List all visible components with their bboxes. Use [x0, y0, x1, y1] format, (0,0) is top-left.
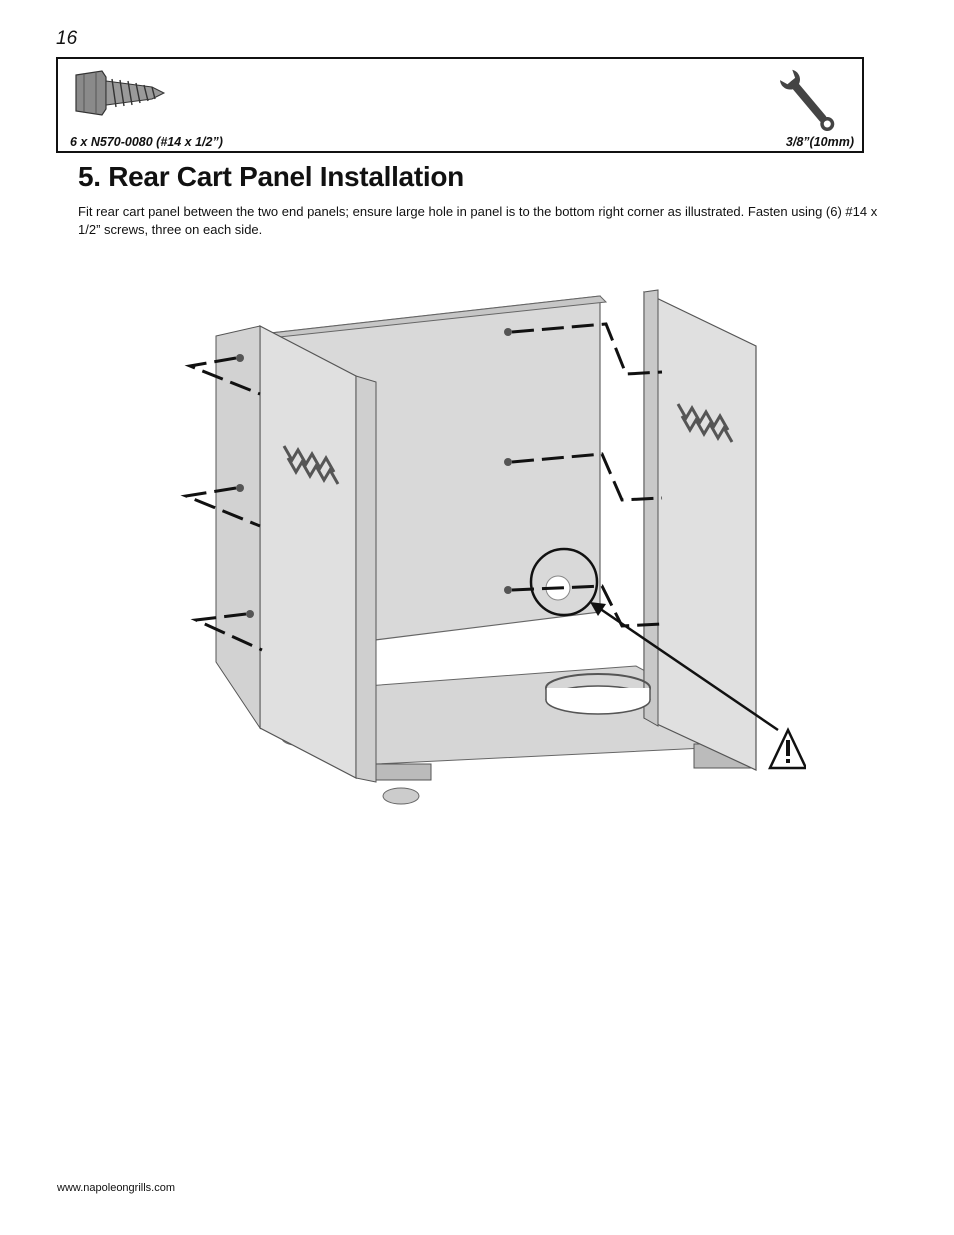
- hex-screw-icon: [75, 70, 166, 116]
- screw-part-label: 6 x N570-0080 (#14 x 1/2”): [70, 135, 223, 149]
- screw-guide-line: [511, 452, 663, 502]
- cart-assembly-illustration: [180, 289, 806, 805]
- screw-marker: [246, 610, 254, 618]
- caster-wheel: [382, 787, 420, 805]
- parts-box: 6 x N570-0080 (#14 x 1/2”) 3/8”(10mm): [56, 57, 864, 153]
- screw-guide-line: [184, 356, 261, 396]
- screw-marker: [236, 354, 244, 362]
- wrench-size-label: 3/8”(10mm): [785, 135, 854, 149]
- callout-arrow: [595, 604, 779, 732]
- footer-url[interactable]: www.napoleongrills.com: [57, 1182, 175, 1194]
- right-end-panel: [643, 291, 757, 771]
- screw-marker: [504, 586, 512, 594]
- page-number: 16: [56, 28, 78, 49]
- instructions-text: Fit rear cart panel between the two end …: [78, 204, 878, 237]
- cart-foot-left: [370, 763, 432, 781]
- screw-guide-line: [190, 612, 263, 652]
- screw-marker: [504, 458, 512, 466]
- screw-marker: [236, 484, 244, 492]
- screw-guide-line: [180, 486, 261, 528]
- wrench-icon: [780, 69, 835, 131]
- screw-guide-line: [511, 322, 663, 376]
- left-end-panel: [259, 325, 357, 779]
- warning-triangle-icon: [768, 727, 806, 770]
- section-title: 5. Rear Cart Panel Installation: [78, 161, 464, 192]
- screw-marker: [504, 328, 512, 336]
- large-hole-callout: [529, 547, 599, 617]
- screw-guide-line: [511, 584, 663, 628]
